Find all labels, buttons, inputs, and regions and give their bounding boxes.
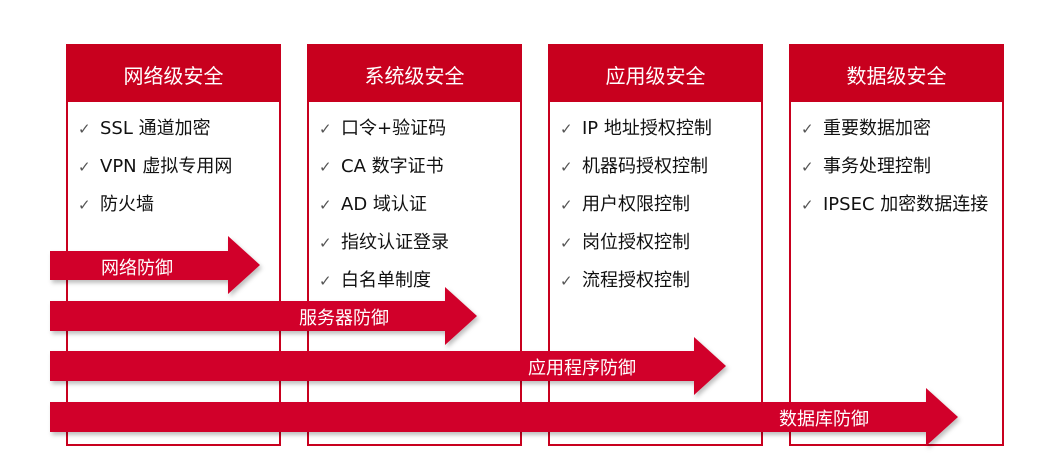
item-label: 事务处理控制 bbox=[823, 156, 931, 177]
item-label: IPSEC 加密数据连接 bbox=[823, 194, 989, 215]
item-list: ✓ 口令+验证码 ✓ CA 数字证书 ✓ AD 域认证 ✓ 指纹认证登录 ✓ 白名单制度 bbox=[309, 102, 520, 306]
item-label: SSL 通道加密 bbox=[100, 118, 211, 139]
network-defense-label: 网络防御 bbox=[101, 258, 173, 279]
list-item: ✓ CA 数字证书 bbox=[319, 154, 520, 192]
application-defense-label: 应用程序防御 bbox=[528, 358, 636, 379]
check-icon: ✓ bbox=[78, 196, 91, 214]
list-item: ✓ SSL 通道加密 bbox=[78, 116, 279, 154]
column-data-security: 数据级安全 ✓ 重要数据加密 ✓ 事务处理控制 ✓ IPSEC 加密数据连接 bbox=[789, 44, 1004, 446]
item-label: 流程授权控制 bbox=[582, 270, 690, 291]
list-item: ✓ 流程授权控制 bbox=[560, 268, 761, 306]
item-label: IP 地址授权控制 bbox=[582, 118, 712, 139]
network-defense-arrow bbox=[50, 236, 260, 294]
application-defense-arrow bbox=[50, 337, 726, 395]
item-label: VPN 虚拟专用网 bbox=[100, 156, 233, 177]
check-icon: ✓ bbox=[319, 272, 332, 290]
item-label: 指纹认证登录 bbox=[341, 232, 449, 253]
check-icon: ✓ bbox=[801, 120, 814, 138]
list-item: ✓ 重要数据加密 bbox=[801, 116, 1002, 154]
column-header: 网络级安全 bbox=[68, 46, 279, 102]
check-icon: ✓ bbox=[319, 158, 332, 176]
list-item: ✓ 机器码授权控制 bbox=[560, 154, 761, 192]
item-label: 白名单制度 bbox=[341, 270, 431, 291]
check-icon: ✓ bbox=[560, 158, 573, 176]
list-item: ✓ IPSEC 加密数据连接 bbox=[801, 192, 1002, 230]
column-header: 系统级安全 bbox=[309, 46, 520, 102]
database-defense-label: 数据库防御 bbox=[779, 409, 869, 430]
list-item: ✓ VPN 虚拟专用网 bbox=[78, 154, 279, 192]
list-item: ✓ 白名单制度 bbox=[319, 268, 520, 306]
item-list: ✓ SSL 通道加密 ✓ VPN 虚拟专用网 ✓ 防火墙 bbox=[68, 102, 279, 230]
check-icon: ✓ bbox=[78, 120, 91, 138]
item-label: 防火墙 bbox=[100, 194, 154, 215]
item-label: CA 数字证书 bbox=[341, 156, 444, 177]
check-icon: ✓ bbox=[319, 196, 332, 214]
item-label: 口令+验证码 bbox=[341, 118, 447, 139]
list-item: ✓ AD 域认证 bbox=[319, 192, 520, 230]
list-item: ✓ 口令+验证码 bbox=[319, 116, 520, 154]
check-icon: ✓ bbox=[560, 196, 573, 214]
check-icon: ✓ bbox=[560, 234, 573, 252]
list-item: ✓ IP 地址授权控制 bbox=[560, 116, 761, 154]
check-icon: ✓ bbox=[78, 158, 91, 176]
list-item: ✓ 事务处理控制 bbox=[801, 154, 1002, 192]
check-icon: ✓ bbox=[319, 234, 332, 252]
server-defense-arrow bbox=[50, 287, 477, 345]
check-icon: ✓ bbox=[560, 272, 573, 290]
column-header: 数据级安全 bbox=[791, 46, 1002, 102]
item-label: 岗位授权控制 bbox=[582, 232, 690, 253]
item-list: ✓ 重要数据加密 ✓ 事务处理控制 ✓ IPSEC 加密数据连接 bbox=[791, 102, 1002, 230]
server-defense-label: 服务器防御 bbox=[299, 308, 389, 329]
item-label: AD 域认证 bbox=[341, 194, 427, 215]
list-item: ✓ 岗位授权控制 bbox=[560, 230, 761, 268]
item-list: ✓ IP 地址授权控制 ✓ 机器码授权控制 ✓ 用户权限控制 ✓ 岗位授权控制 ✓ 流程授… bbox=[550, 102, 761, 306]
item-label: 用户权限控制 bbox=[582, 194, 690, 215]
list-item: ✓ 指纹认证登录 bbox=[319, 230, 520, 268]
list-item: ✓ 防火墙 bbox=[78, 192, 279, 230]
check-icon: ✓ bbox=[801, 196, 814, 214]
column-header: 应用级安全 bbox=[550, 46, 761, 102]
item-label: 机器码授权控制 bbox=[582, 156, 708, 177]
list-item: ✓ 用户权限控制 bbox=[560, 192, 761, 230]
database-defense-arrow bbox=[50, 388, 958, 446]
check-icon: ✓ bbox=[560, 120, 573, 138]
item-label: 重要数据加密 bbox=[823, 118, 931, 139]
check-icon: ✓ bbox=[319, 120, 332, 138]
check-icon: ✓ bbox=[801, 158, 814, 176]
